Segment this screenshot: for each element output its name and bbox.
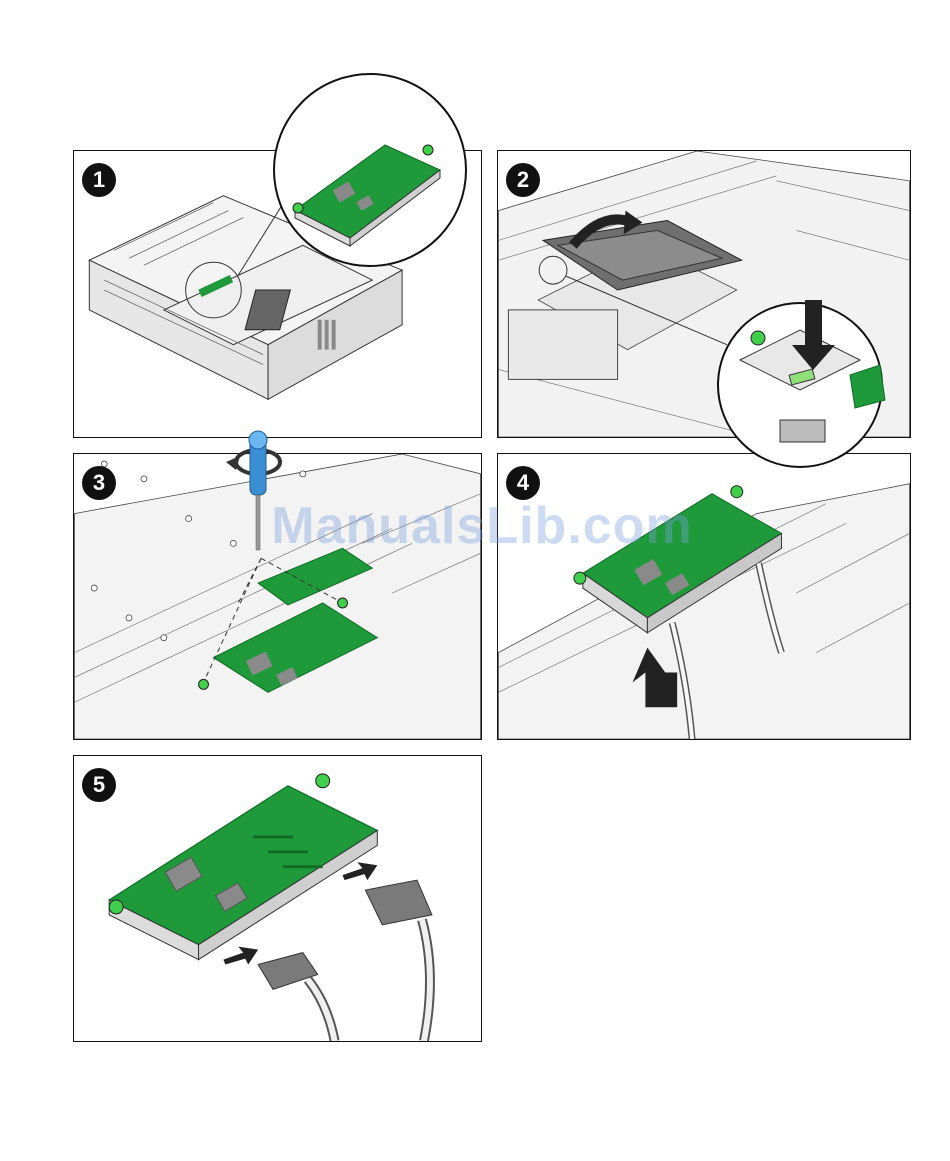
step-1-panel: 1 xyxy=(73,150,482,438)
step-5-badge: 5 xyxy=(82,768,116,802)
step-5-panel: 5 xyxy=(73,755,482,1042)
cable-disconnect-illustration xyxy=(74,756,481,1041)
chassis-illustration xyxy=(74,151,481,437)
watermark-text: ManualsLib.com xyxy=(262,496,702,556)
step-2-badge: 2 xyxy=(506,163,540,197)
step-4-badge: 4 xyxy=(506,466,540,500)
step-1-badge: 1 xyxy=(82,163,116,197)
air-duct-illustration xyxy=(498,151,910,437)
step-3-badge: 3 xyxy=(82,466,116,500)
step-2-panel: 2 xyxy=(497,150,911,438)
